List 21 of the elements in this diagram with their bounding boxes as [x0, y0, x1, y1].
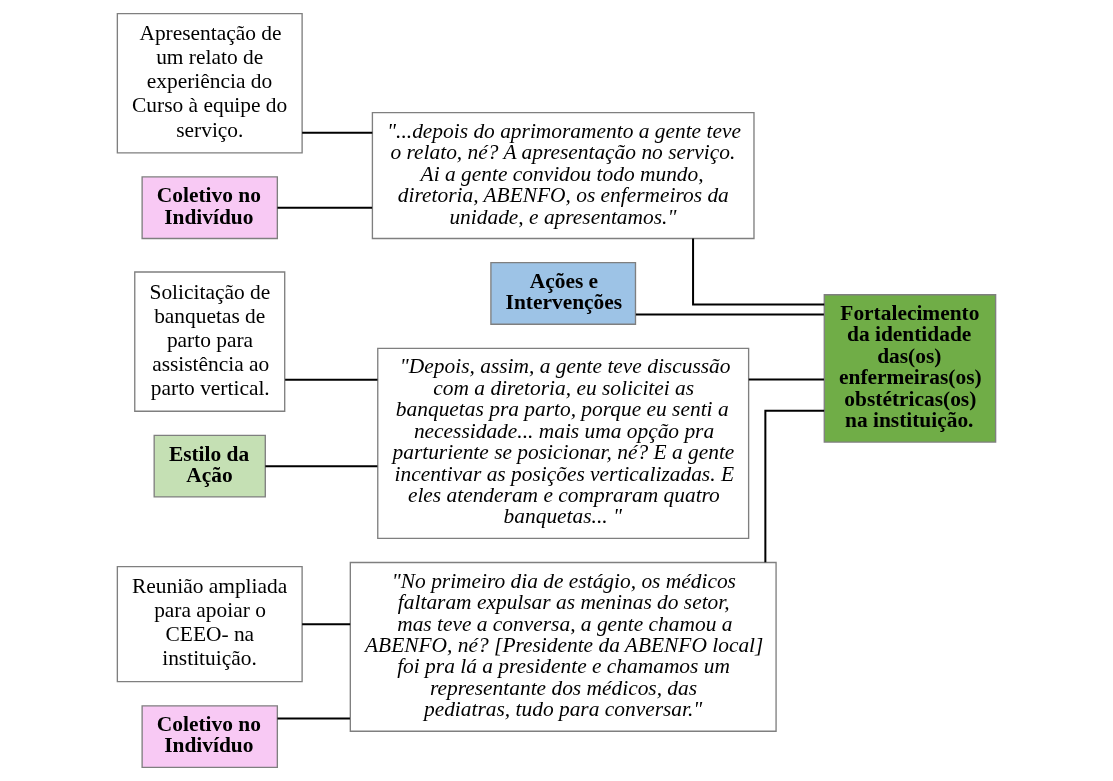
connector — [265, 465, 378, 468]
node-box: Coletivo no Indivíduo — [141, 705, 279, 769]
connector — [302, 131, 373, 134]
node-box: Ações e Intervenções — [490, 261, 637, 325]
node-box: Solicitação de banquetas de parto para assistência ao parto vertical. — [134, 271, 286, 412]
connector — [277, 206, 373, 209]
connector — [635, 313, 824, 316]
connector — [764, 409, 825, 563]
node-box: Fortalecimento da identidade das(os) enfermeiras(os) obstétricas(os) na instituição. — [823, 294, 997, 443]
connector — [277, 717, 350, 720]
node-box: Reunião ampliada para apoiar o CEEO- na instituição. — [116, 565, 303, 683]
connector — [748, 378, 824, 381]
node-box: "Depois, assim, a gente teve discussão com a diretoria, eu solicitei as banquetas pra parto, porque eu senti a necessidade... mais uma opção pra parturiente se posicionar, né? E a gente incentivar as posições verticalizadas. E eles atenderam e compraram quatro banquetas... " — [377, 347, 750, 540]
node-box: "...depois do aprimoramento a gente teve o relato, né? A apresentação no serviço. Ai a gente convidou todo mundo, diretoria, ABENFO, os enfermeiros da unidade, e apresentamos." — [371, 112, 755, 240]
node-box: Estilo da Ação — [153, 434, 266, 498]
connector — [302, 623, 351, 626]
node-box: "No primeiro dia de estágio, os médicos faltaram expulsar as meninas do setor, mas teve a conversa, a gente chamou a ABENFO, né? [Presidente da ABENFO local] foi pra lá a presidente e chamamos um representante dos médicos, das pediatras, tudo para conversar." — [349, 561, 777, 732]
connector — [285, 378, 378, 381]
node-box: Coletivo no Indivíduo — [141, 176, 279, 240]
connector — [692, 238, 825, 306]
node-box: Apresentação de um relato de experiência do Curso à equipe do serviço. — [116, 12, 303, 154]
